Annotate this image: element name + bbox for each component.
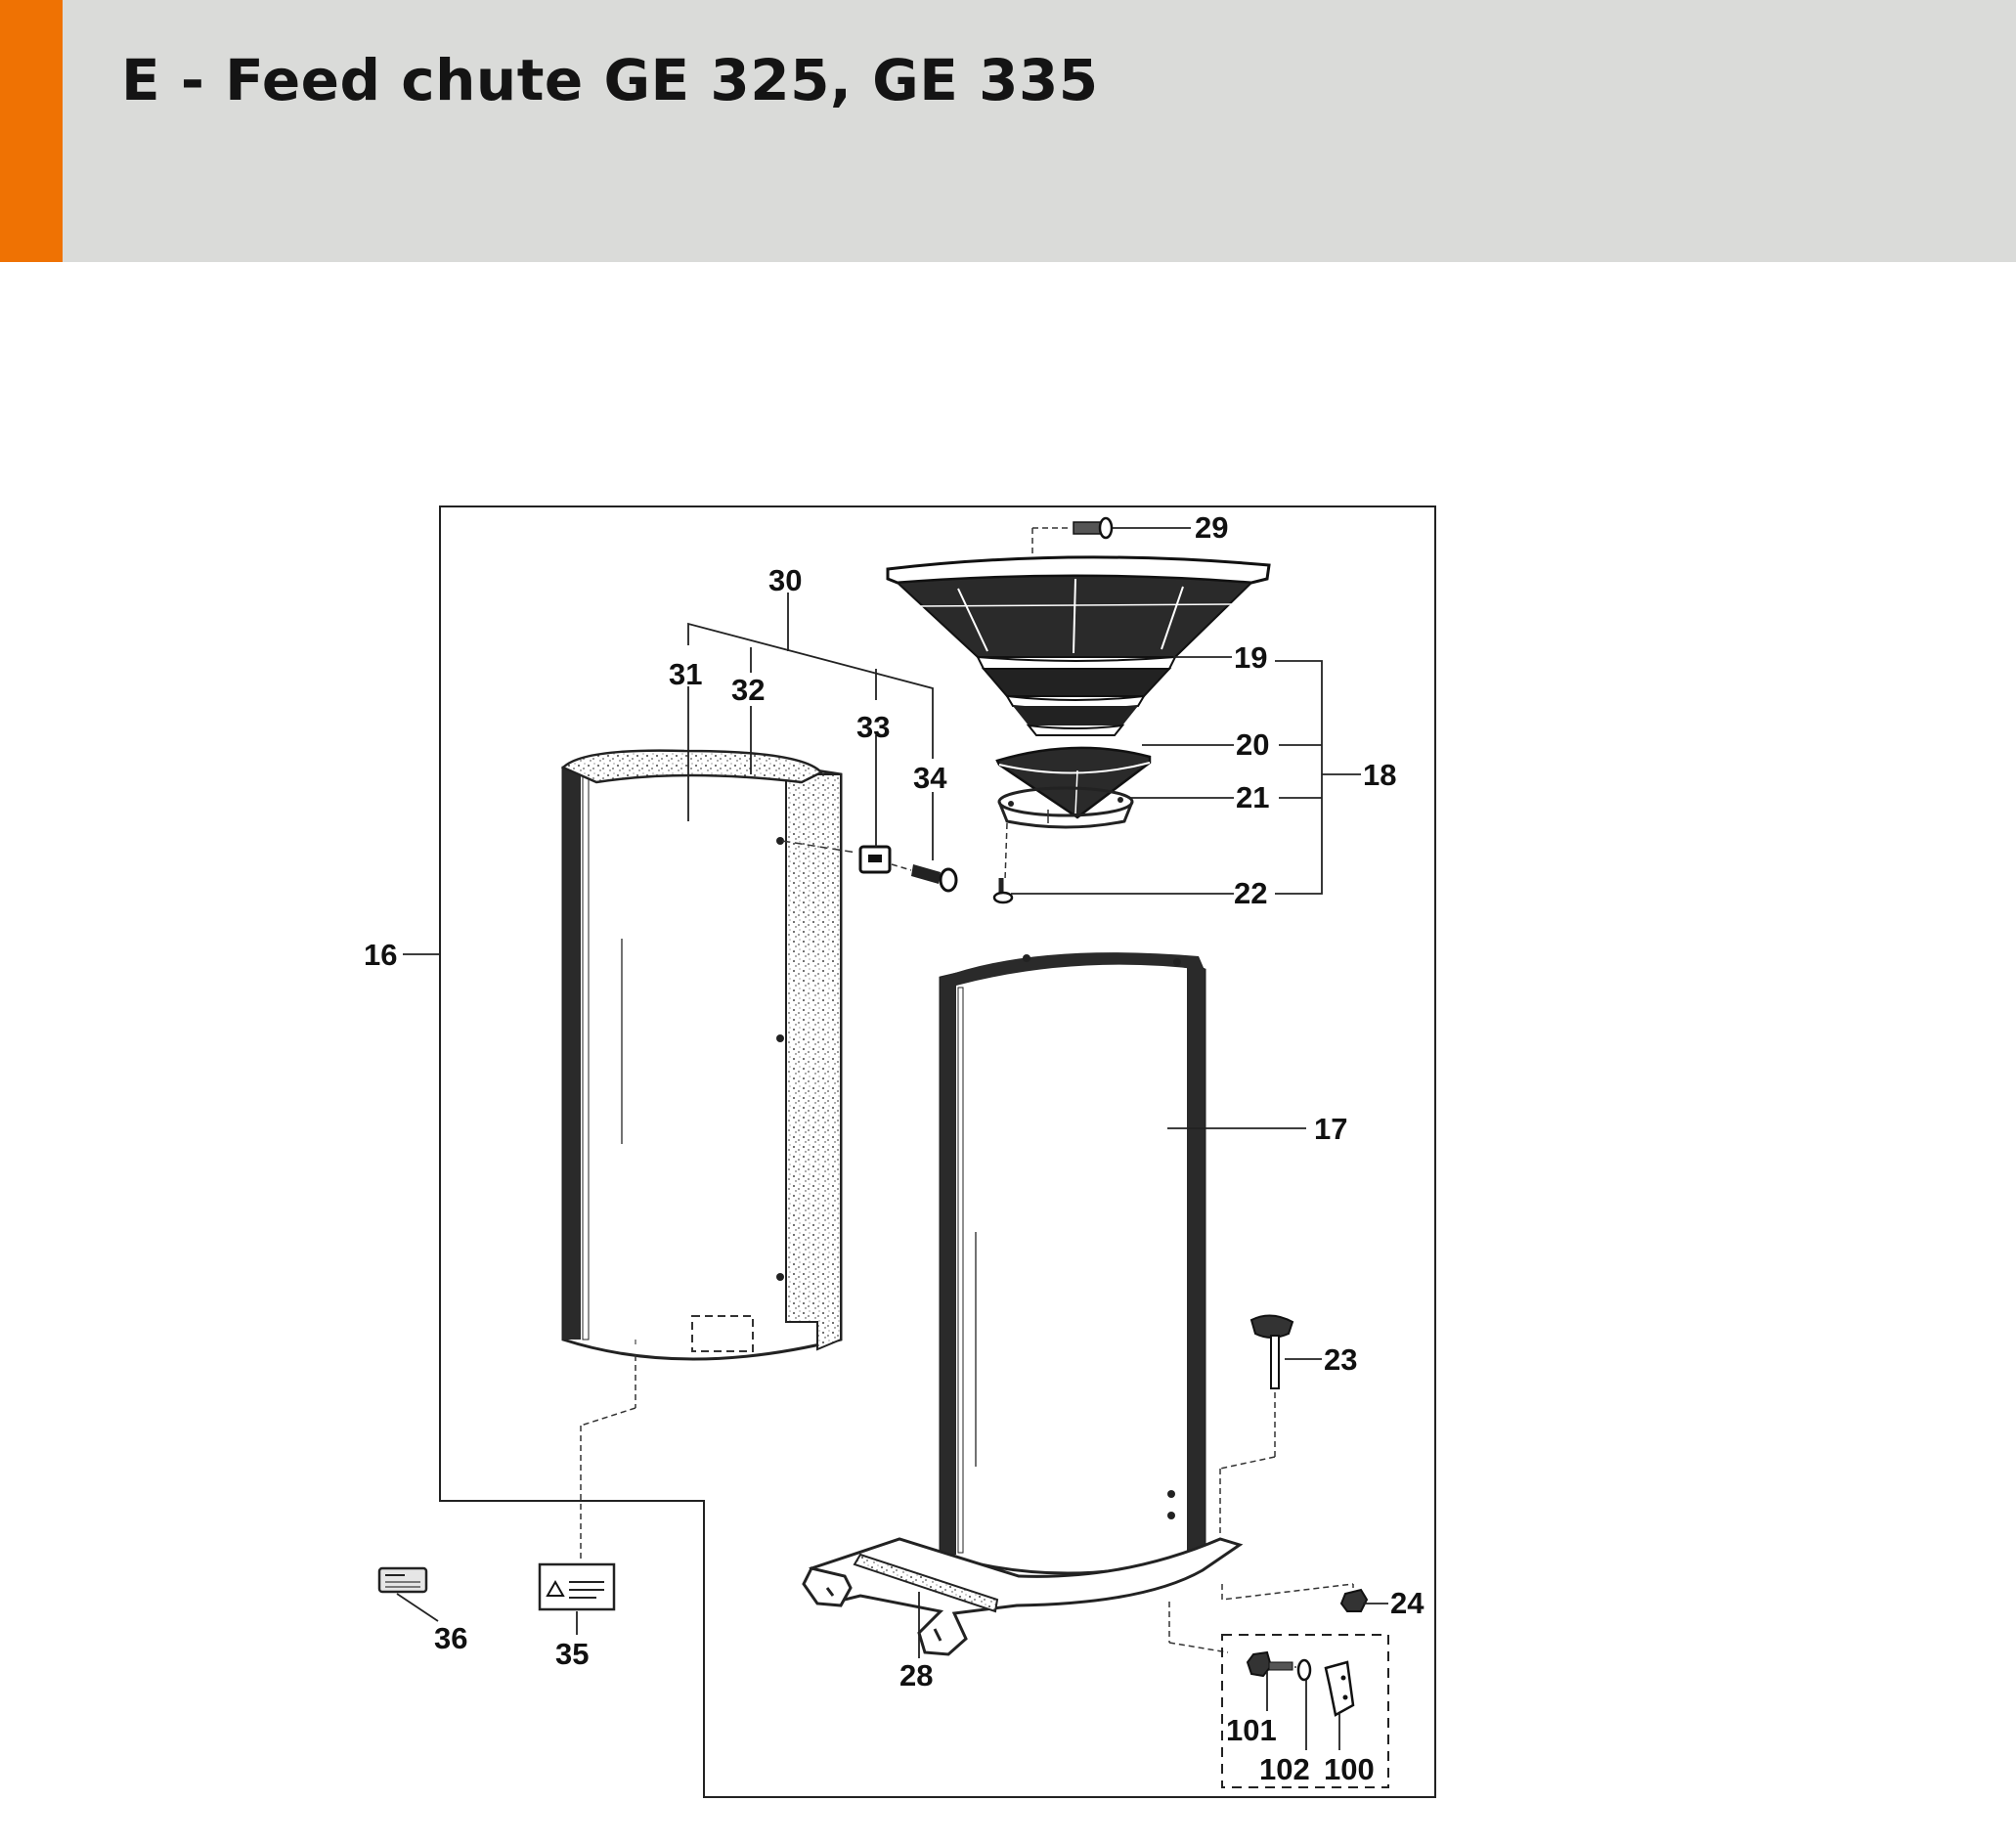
- callout-36: 36: [434, 1621, 467, 1655]
- callout-22: 22: [1234, 876, 1267, 910]
- callout-34: 34: [913, 761, 947, 795]
- callout-33: 33: [856, 710, 890, 744]
- callout-23: 23: [1324, 1342, 1357, 1377]
- callout-32: 32: [731, 673, 765, 707]
- accent-bar: [0, 0, 63, 262]
- callout-21: 21: [1236, 780, 1269, 814]
- funnel-assembly: [886, 516, 1271, 904]
- callout-29: 29: [1195, 510, 1228, 545]
- chute-tube: [939, 952, 1206, 1575]
- lock-kit: [1168, 1602, 1389, 1788]
- insulation-shell: [560, 749, 843, 1361]
- assembly-outline: [439, 505, 1436, 1798]
- callout-24: 24: [1390, 1586, 1424, 1620]
- page-title: E - Feed chute GE 325, GE 335: [121, 47, 1099, 113]
- callout-101: 101: [1226, 1713, 1277, 1747]
- header-band: [0, 0, 2016, 262]
- star-knob: [1219, 1314, 1294, 1535]
- callout-35: 35: [555, 1637, 589, 1671]
- leader-lines: [396, 527, 1388, 1750]
- warning-label: [538, 1355, 636, 1611]
- callout-16: 16: [364, 938, 397, 972]
- base-bracket: [802, 1537, 1244, 1656]
- hex-nut: [1221, 1583, 1369, 1612]
- callout-18: 18: [1363, 758, 1396, 792]
- callout-102: 102: [1259, 1752, 1310, 1786]
- callout-20: 20: [1236, 727, 1269, 762]
- name-plate: [377, 1566, 428, 1594]
- callout-28: 28: [899, 1658, 933, 1692]
- clip-and-screw: [781, 840, 958, 893]
- callout-100: 100: [1324, 1752, 1375, 1786]
- callout-17: 17: [1314, 1112, 1347, 1146]
- callout-31: 31: [669, 657, 702, 691]
- callout-30: 30: [768, 563, 802, 597]
- callout-19: 19: [1234, 640, 1267, 675]
